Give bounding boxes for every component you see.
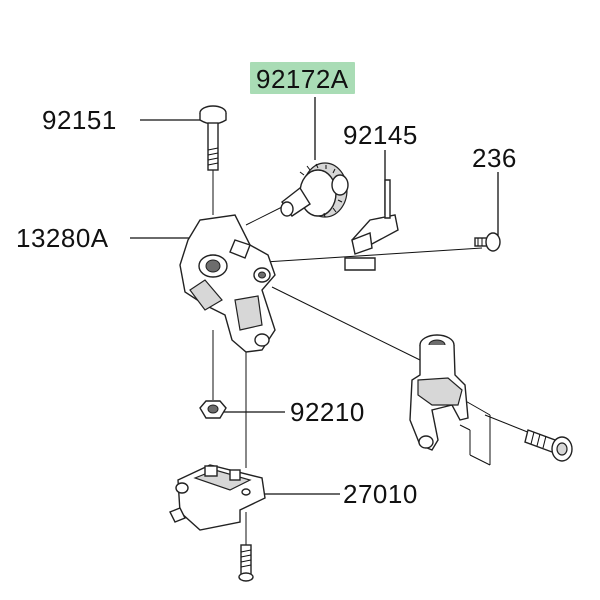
nut-92210-drawing [199,400,227,419]
clamp-drawing [409,334,469,451]
housing-13280A-drawing [179,214,276,353]
part-label-92151: 92151 [42,105,117,135]
switch-27010-drawing [169,464,266,531]
part-label-27010: 27010 [343,479,418,509]
part-label-92210: 92210 [290,397,365,427]
leader-lines [130,97,536,545]
gear-92172A-drawing [280,162,349,218]
part-label-92172A: 92172A [250,62,355,94]
part-label-13280A: 13280A [16,223,109,253]
lower-screw-drawing [238,544,254,582]
clamp-bolt-drawing [524,429,573,462]
part-label-92145: 92145 [343,120,418,150]
bolt-92151-drawing [199,105,227,171]
spring-92145-drawing [344,179,399,271]
part-label-236: 236 [472,143,517,173]
screw-236-drawing [474,232,501,252]
